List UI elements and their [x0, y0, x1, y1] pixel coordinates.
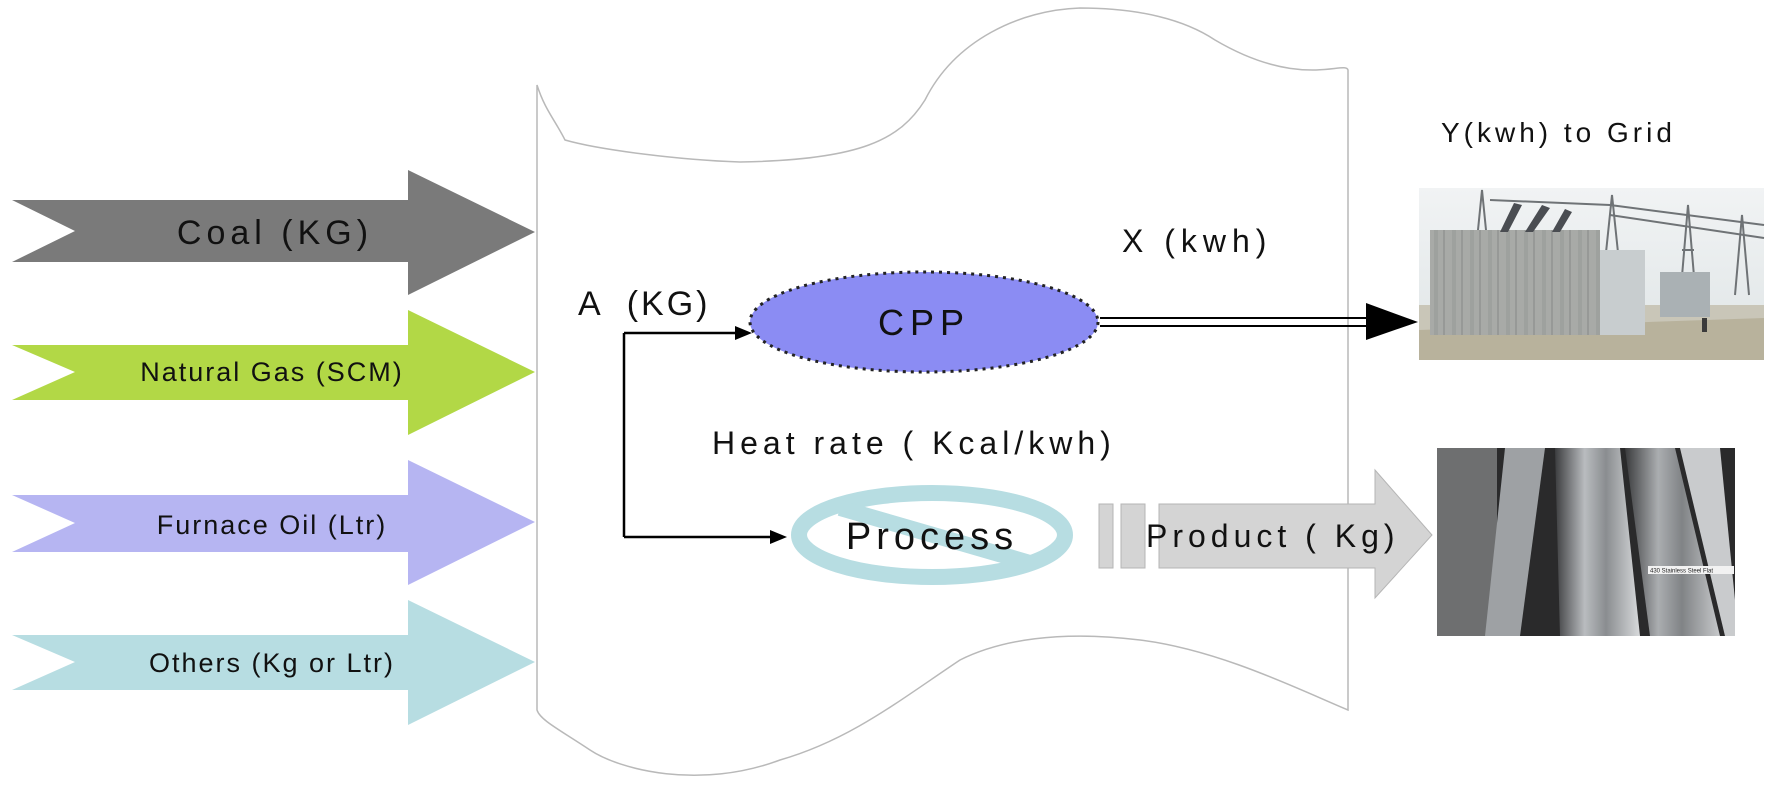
feed-arrowhead-cpp	[735, 326, 752, 340]
power-out-label: X (kwh)	[1122, 223, 1272, 259]
power-out-arrow	[1100, 303, 1418, 340]
steel-photo-caption: 430 Stainless Steel Flat	[1650, 569, 1713, 575]
process-node: Process	[791, 485, 1073, 585]
input-arrow-furnace-oil: Furnace Oil (Ltr)	[12, 460, 535, 585]
input-arrow-others: Others (Kg or Ltr)	[12, 600, 535, 725]
cpp-label: CPP	[878, 302, 970, 343]
input-label-furnace-oil: Furnace Oil (Ltr)	[157, 510, 388, 540]
grid-label: Y(kwh) to Grid	[1441, 117, 1676, 148]
product-label: Product ( Kg)	[1146, 518, 1400, 554]
input-arrow-natural-gas: Natural Gas (SCM)	[12, 310, 535, 435]
plant-boundary	[536, 7, 1349, 776]
input-label-others: Others (Kg or Ltr)	[149, 648, 395, 678]
substation-photo	[1419, 188, 1765, 360]
feed-connector	[622, 331, 770, 539]
feed-arrowhead-process	[770, 530, 787, 544]
process-label: Process	[846, 516, 1018, 558]
steel-product-photo: 430 Stainless Steel Flat	[1437, 448, 1735, 636]
cpp-node: CPP	[748, 270, 1100, 374]
input-arrows: Coal (KG) Natural Gas (SCM) Furnace Oil …	[12, 170, 535, 725]
heat-rate-label: Heat rate ( Kcal/kwh)	[712, 425, 1116, 461]
product-arrow: Product ( Kg)	[1098, 468, 1433, 600]
input-label-natural-gas: Natural Gas (SCM)	[140, 357, 404, 387]
input-arrow-coal: Coal (KG)	[12, 170, 535, 295]
feed-label: A (KG)	[578, 285, 710, 323]
input-label-coal: Coal (KG)	[177, 214, 373, 252]
